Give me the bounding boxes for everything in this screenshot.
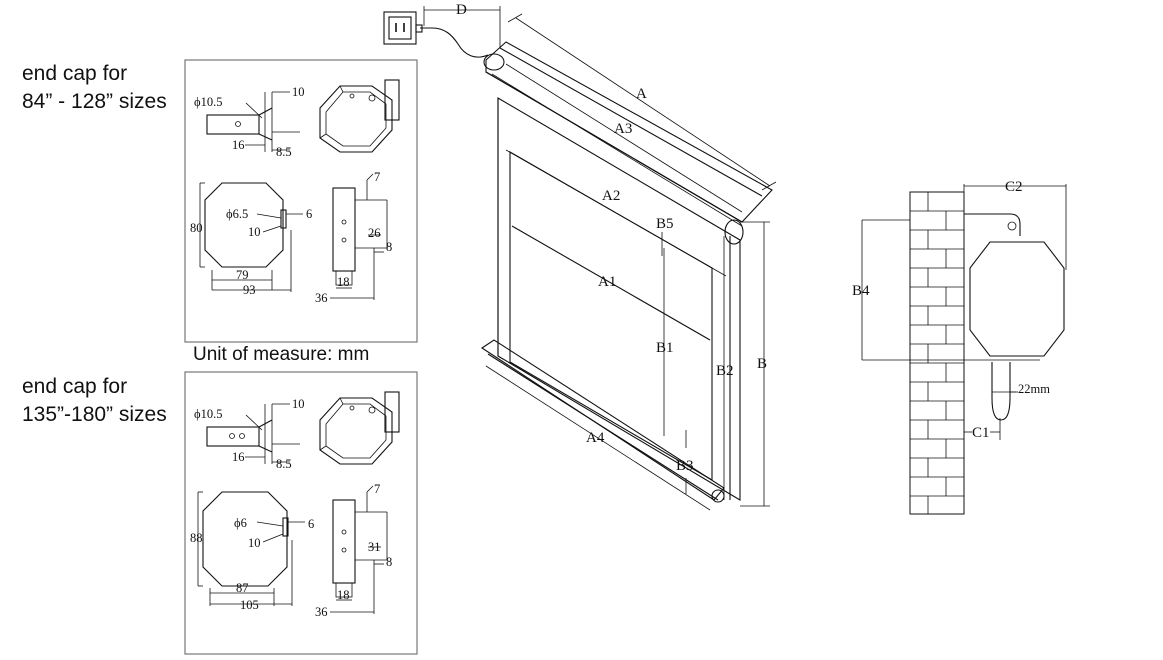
- end-cap-perspective: [319, 391, 400, 465]
- bracket-right-label: 8: [386, 555, 392, 569]
- bracket-side-view: [330, 485, 388, 614]
- caption-large-range-line2: 135”-180” sizes: [22, 403, 167, 426]
- height-label: 88: [190, 531, 203, 545]
- dim-label-B1: B1: [656, 340, 674, 356]
- inner-width-label: 79: [236, 268, 249, 282]
- left-width-label: 16: [232, 450, 245, 464]
- power-cable: [420, 27, 489, 58]
- height-label: 80: [190, 221, 203, 235]
- inner-width-label: 87: [236, 581, 249, 595]
- unit-of-measure: Unit of measure: mm: [193, 344, 369, 365]
- side-a-label: 6: [306, 207, 312, 221]
- screen-assembly: D A A3 A2 A1 B5 B1: [383, 2, 777, 511]
- hole-diameter-label: ϕ10.5: [194, 95, 222, 109]
- end-cap-front-view: [199, 182, 303, 292]
- bracket-width-label: 18: [337, 275, 350, 289]
- inner-width-small-label: 10: [248, 225, 261, 239]
- bottom-bar-profile: [991, 362, 1011, 421]
- end-cap-perspective: [319, 79, 400, 153]
- caption-large-range-line1: end cap for: [22, 375, 127, 398]
- side-a-label: 6: [308, 517, 314, 531]
- left-width-label: 16: [232, 138, 245, 152]
- right-width-label: 8.5: [276, 457, 292, 471]
- end-cap-panel-small: ϕ10.5 10 16 8.5: [184, 59, 418, 343]
- dim-label-A4: A4: [586, 430, 605, 446]
- wall-bracket: [964, 213, 1021, 236]
- dim-label-B: B: [757, 356, 767, 372]
- dim-label-B3: B3: [676, 458, 694, 474]
- power-outlet-icon: [383, 11, 417, 45]
- inner-hole-label: ϕ6: [234, 516, 247, 530]
- bracket-plate-top-view: [206, 403, 300, 464]
- caption-small-range-line1: end cap for: [22, 62, 127, 85]
- end-cap-front-view: [197, 491, 305, 606]
- dim-label-A: A: [636, 86, 647, 102]
- dim-label-A3: A3: [614, 121, 632, 137]
- bracket-top-label: 7: [374, 482, 380, 496]
- inner-width-small-label: 10: [248, 536, 261, 550]
- bracket-right-label: 8: [386, 240, 392, 254]
- dim-label-A1: A1: [598, 274, 616, 290]
- bracket-top-label: 7: [374, 170, 380, 184]
- bracket-total-label: 36: [315, 291, 328, 305]
- dim-label-B2: B2: [716, 363, 734, 379]
- end-cap-panel-large: ϕ10.5 10 16 8.5 88: [184, 371, 418, 655]
- bracket-width-label: 18: [337, 588, 350, 602]
- bracket-height-label: 26: [368, 226, 381, 240]
- hole-diameter-label: ϕ10.5: [194, 407, 222, 421]
- dim-label-C1: C1: [972, 425, 990, 441]
- dim-label-B4: B4: [852, 283, 870, 299]
- bracket-plate-top-view: [206, 91, 300, 152]
- bracket-height-label: 31: [368, 540, 381, 554]
- top-width-label: 10: [292, 85, 305, 99]
- dim-label-B5: B5: [656, 216, 674, 232]
- top-width-label: 10: [292, 397, 305, 411]
- dim-label-A2: A2: [602, 188, 620, 204]
- outer-width-label: 93: [243, 283, 256, 297]
- inner-hole-label: ϕ6.5: [226, 207, 248, 221]
- brick-wall: [909, 191, 965, 515]
- caption-small-range-line2: 84” - 128” sizes: [22, 90, 167, 113]
- right-width-label: 8.5: [276, 145, 292, 159]
- dim-label-D: D: [456, 2, 467, 18]
- outer-width-label: 105: [240, 598, 259, 612]
- housing-profile: [969, 241, 1065, 357]
- dim-label-gap: 22mm: [1018, 382, 1050, 396]
- bracket-total-label: 36: [315, 605, 328, 619]
- dim-label-C2: C2: [1005, 179, 1023, 195]
- wall-mount-side-view: C2 B4 22mm C1: [852, 179, 1067, 515]
- bracket-side-view: [330, 173, 388, 300]
